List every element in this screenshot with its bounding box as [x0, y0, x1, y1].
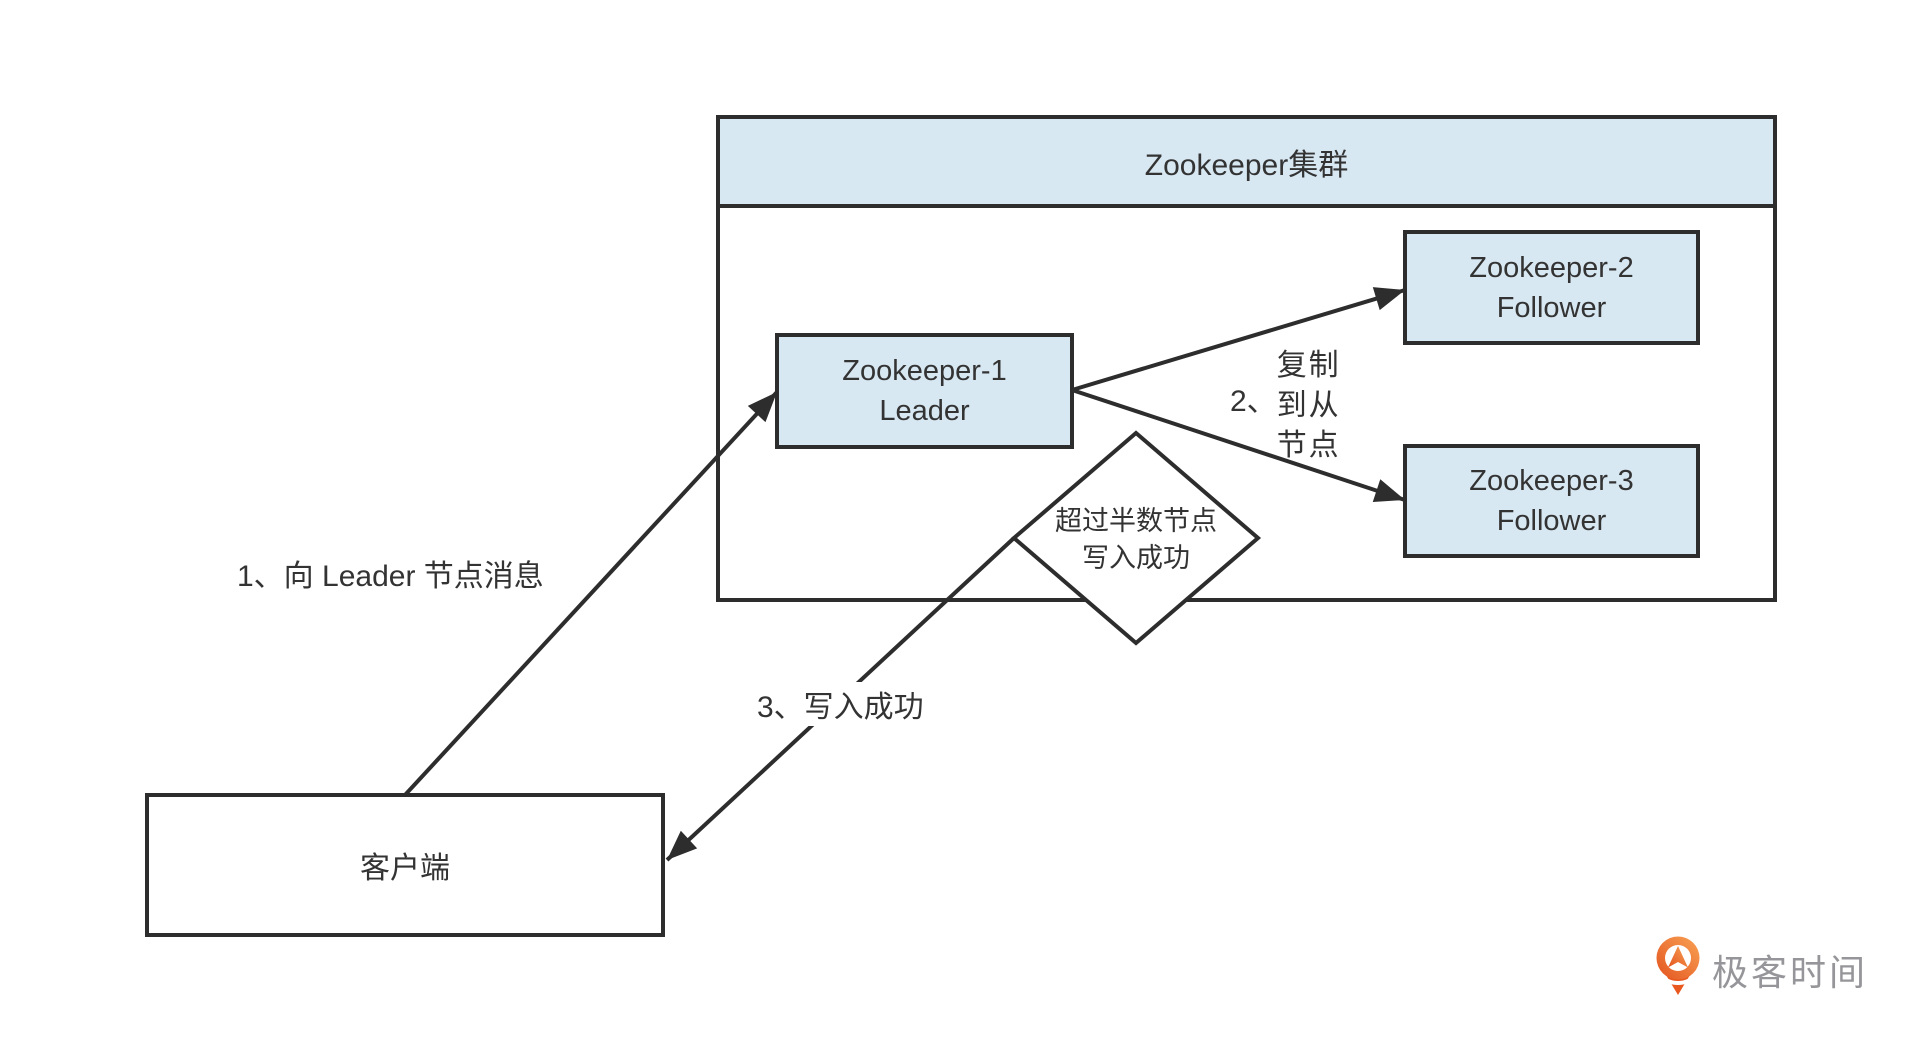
arrow-step2-to-follower3 [1071, 388, 1406, 502]
node-follower2-name: Zookeeper-2 [1469, 251, 1634, 284]
arrow-step2-stack: 复制 到从 节点 [1277, 346, 1341, 466]
brand-text: 极客时间 [1712, 952, 1869, 993]
cluster-title: Zookeeper集群 [1144, 148, 1349, 182]
node-follower2-role: Follower [1496, 291, 1607, 324]
node-follower3-role: Follower [1496, 505, 1607, 537]
node-follower2-box [1403, 230, 1700, 345]
node-follower2-label: Zookeeper-2 Follower [1405, 232, 1698, 343]
arrow-step2-prefix: 2、 [1230, 385, 1277, 418]
client-box [145, 793, 665, 937]
decision-line2: 写入成功 [1082, 543, 1190, 573]
arrow-step2-line3: 节点 [1276, 429, 1341, 462]
arrow-step2-to-follower2 [1071, 287, 1406, 392]
arrow-step1-label: 1、向 Leader 节点消息 [237, 560, 544, 593]
node-follower3-name: Zookeeper-3 [1469, 465, 1634, 497]
node-leader-box [775, 333, 1074, 449]
node-follower3-box [1403, 444, 1700, 558]
geektime-pin-icon [1652, 934, 1704, 995]
node-leader-role: Leader [879, 395, 970, 427]
decision-diamond [1010, 430, 1262, 646]
decision-label: 超过半数节点 写入成功 [1016, 497, 1256, 583]
arrow-step1 [403, 390, 779, 797]
node-follower3-label: Zookeeper-3 Follower [1405, 446, 1698, 556]
cluster-header [716, 115, 1777, 208]
arrow-step2-line2: 到从 [1276, 389, 1341, 422]
arrow-step3-label: 3、写入成功 [752, 682, 929, 726]
node-leader-name: Zookeeper-1 [842, 355, 1007, 387]
node-leader-label: Zookeeper-1 Leader [777, 335, 1072, 447]
arrow-step2-line1: 复制 [1276, 349, 1341, 382]
decision-line1: 超过半数节点 [1055, 506, 1217, 536]
client-label: 客户端 [360, 852, 450, 885]
arrow-step2-label: 2、 复制 到从 节点 [1230, 346, 1341, 466]
